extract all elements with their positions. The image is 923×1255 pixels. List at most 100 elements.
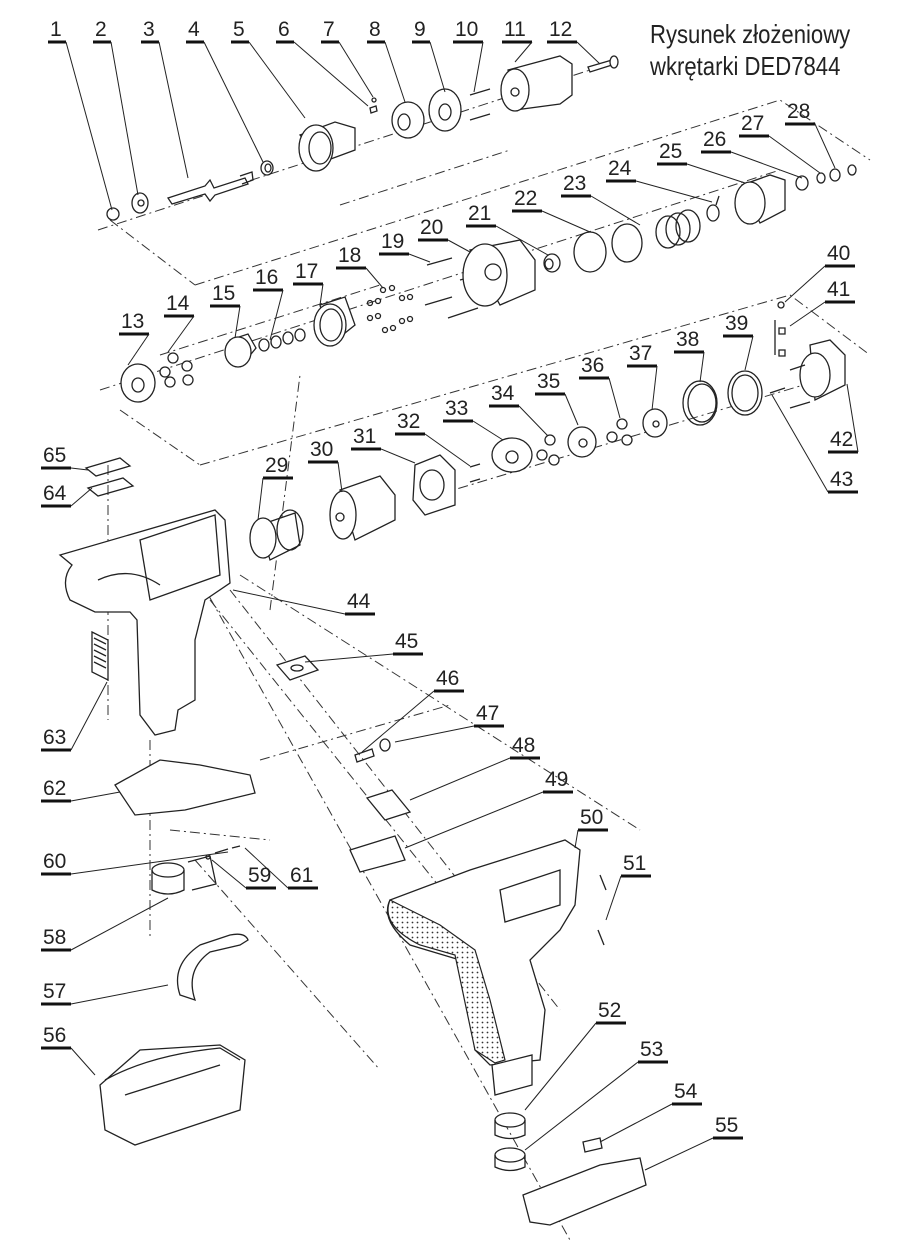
callout-number: 35: [537, 370, 560, 393]
part-36-planet-gears: [606, 418, 633, 446]
leader-line: [846, 383, 859, 453]
leader-line: [518, 405, 549, 437]
part-26-nut: [795, 175, 809, 191]
leader-line: [495, 225, 549, 256]
callout-number: 1: [50, 18, 62, 41]
callout-1: 1: [48, 18, 113, 211]
leader-line: [473, 41, 484, 93]
callout-number: 32: [397, 410, 420, 433]
leader-line: [768, 135, 821, 174]
leader-line: [574, 829, 579, 849]
leader-line: [65, 41, 113, 211]
callout-28: 28: [785, 100, 836, 169]
callout-12: 12: [547, 18, 601, 65]
leader-line: [380, 448, 416, 464]
callout-number: 49: [545, 768, 568, 791]
part-48-trigger: [365, 789, 412, 821]
part-62-inner-cover: [114, 759, 256, 816]
callout-number: 26: [703, 128, 726, 151]
callout-51: 51: [605, 852, 651, 921]
leader-line: [211, 859, 247, 889]
leader-line: [70, 487, 93, 507]
part-63-vent-grille: [91, 630, 109, 682]
part-39-ring-gear: [727, 370, 763, 416]
leader-line: [167, 315, 195, 353]
callout-number: 44: [347, 590, 371, 613]
callout-number: 43: [830, 468, 853, 491]
callout-number: 50: [580, 806, 603, 829]
leader-line: [269, 289, 284, 341]
callout-number: 3: [143, 18, 155, 41]
callout-52: 52: [524, 999, 626, 1111]
callout-number: 57: [43, 980, 66, 1003]
leader-line: [110, 41, 139, 196]
leader-line: [70, 791, 121, 802]
callout-number: 61: [290, 864, 313, 887]
part-1-circlip: [106, 207, 120, 221]
callout-61: 61: [244, 847, 318, 890]
leader-line: [576, 41, 601, 65]
leader-line: [234, 305, 241, 339]
callout-number: 37: [629, 342, 652, 365]
leader-line: [590, 195, 641, 226]
callout-number: 55: [715, 1114, 738, 1137]
leader-line: [365, 267, 384, 289]
part-38-ring: [682, 380, 718, 426]
callout-39: 39: [723, 312, 754, 371]
callout-number: 2: [95, 18, 107, 41]
part-44-housing-left: [58, 509, 231, 736]
leader-line: [605, 875, 622, 921]
callout-number: 22: [514, 187, 537, 210]
part-16-washers: [258, 328, 306, 352]
title-line-1: Rysunek złożeniowy: [650, 19, 851, 49]
part-20-gearbox-housing: [462, 239, 536, 307]
leader-line: [644, 1137, 714, 1171]
callout-23: 23: [561, 172, 641, 226]
leader-line: [361, 690, 435, 753]
callout-number: 46: [436, 667, 459, 690]
callout-29: 29: [257, 454, 293, 521]
callout-35: 35: [535, 370, 579, 426]
callout-7: 7: [321, 18, 374, 98]
callout-number: 23: [563, 172, 586, 195]
leader-line: [744, 335, 754, 371]
callout-number: 15: [212, 282, 235, 305]
part-22-ring: [573, 231, 607, 273]
callout-30: 30: [308, 438, 343, 493]
callout-44: 44: [232, 589, 375, 616]
callout-8: 8: [367, 18, 406, 103]
callout-38: 38: [674, 328, 705, 383]
part-64-65-labels: [84, 457, 135, 497]
part-37-carrier: [642, 408, 668, 438]
leader-line: [564, 393, 579, 426]
leader-line: [293, 41, 369, 107]
callout-number: 33: [445, 397, 468, 420]
part-10-pins: [469, 88, 491, 121]
callout-number: 24: [608, 157, 632, 180]
part-50-housing-right: [386, 839, 581, 1096]
callout-48: 48: [409, 734, 540, 801]
leader-line: [384, 41, 406, 103]
callout-number: 56: [43, 1024, 66, 1047]
part-drawings-switch: [275, 655, 412, 873]
part-60-61-spring-screw: [214, 845, 241, 854]
part-30-motor: [329, 475, 396, 541]
callout-9: 9: [412, 18, 446, 93]
callout-27: 27: [739, 112, 821, 174]
callout-number: 54: [674, 1080, 698, 1103]
callout-number: 17: [295, 260, 318, 283]
callout-50: 50: [574, 806, 608, 849]
callout-46: 46: [361, 667, 464, 753]
callout-number: 6: [278, 18, 290, 41]
callout-41: 41: [789, 278, 855, 327]
leader-line: [158, 41, 189, 179]
leader-line: [730, 151, 803, 179]
leader-line: [70, 851, 229, 875]
callout-58: 58: [41, 897, 169, 952]
callout-54: 54: [599, 1080, 702, 1143]
callout-number: 63: [43, 726, 66, 749]
leader-line: [232, 589, 346, 615]
leader-line: [524, 1061, 639, 1151]
